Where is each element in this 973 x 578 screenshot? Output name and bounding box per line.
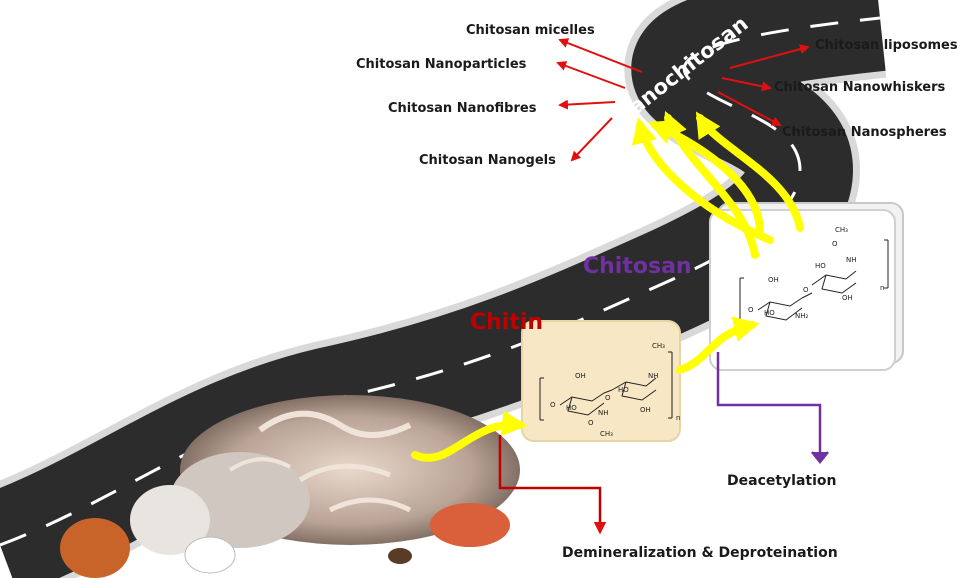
chitosan-structure-label: OH [768,276,779,284]
arrow-to-nanogels [572,118,612,160]
chitin-structure-label: NH [598,409,609,417]
chitin-structure-label: CH₃ [600,430,613,438]
arrow-to-nanoparticles [558,63,625,88]
chitosan-structure-label: OH [842,294,853,302]
chitosan-structure-label: NH [846,256,857,264]
chitin-structure-label: n [676,414,680,422]
chitin-structure-label: O [550,401,556,409]
demineralization-label: Demineralization & Deproteination [562,545,838,561]
product-label-micelles: Chitosan micelles [466,23,595,38]
chitin-structure-label: HO [566,404,577,412]
product-label-nanowhiskers: Chitosan Nanowhiskers [774,80,945,95]
product-label-nanogels: Chitosan Nanogels [419,153,556,168]
product-label-nanospheres: Chitosan Nanospheres [782,125,947,140]
chitin-structure-label: NH [648,372,659,380]
chitosan-structure-label: O [748,306,754,314]
product-label-liposomes: Chitosan liposomes [815,38,958,53]
product-label-nanofibres: Chitosan Nanofibres [388,101,536,116]
chitosan-structure-label: O [832,240,838,248]
deacetylation-label: Deacetylation [727,473,837,489]
chitin-stage-title: Chitin [470,310,543,335]
chitosan-structure-label: HO [815,262,826,270]
chitosan-structure-label: n [880,284,884,292]
chitosan-structure-label: O [803,286,809,294]
chitin-structure-box: OH HO NH HO O O OH CH₃ NH O CH₃ n [522,321,680,441]
chitin-structure-label: OH [575,372,586,380]
product-label-nanoparticles: Chitosan Nanoparticles [356,57,526,72]
chitin-structure-label: HO [618,386,629,394]
arrow-to-nanofibres [560,102,615,105]
chitosan-stage-title: Chitosan [583,254,692,279]
chitosan-structure-label: HO [764,309,775,317]
chitin-structure-label: O [605,394,611,402]
chitin-structure-label: CH₃ [652,342,665,350]
chitosan-structure-label: NH₂ [795,312,809,320]
chitosan-structure-label: CH₃ [835,226,848,234]
chitin-structure-label: O [588,419,594,427]
chitin-structure-label: OH [640,406,651,414]
